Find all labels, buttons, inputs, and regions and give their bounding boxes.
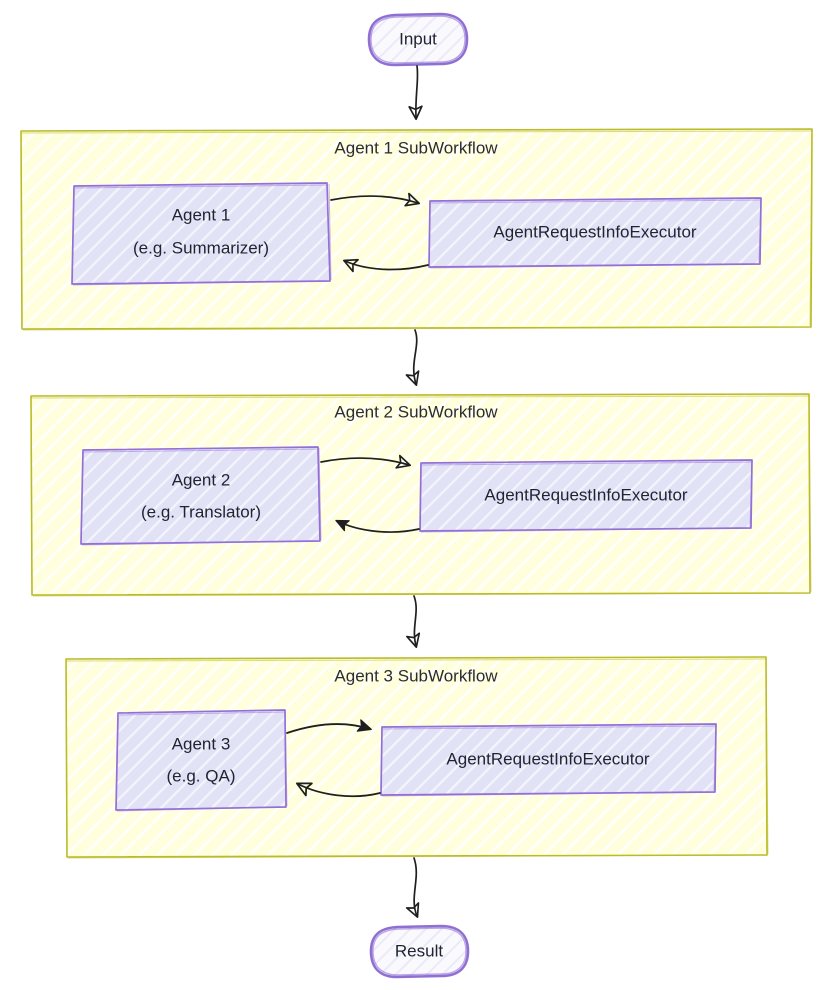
- cluster-1-sketch-edge: [20, 130, 814, 331]
- edge-cluster-3-to-result: [405, 857, 420, 919]
- edge-executor1-to-agent1: [343, 258, 429, 273]
- node-executor-2-sketch-edge: [419, 460, 754, 533]
- node-agent-3-body: [115, 709, 287, 811]
- terminal-input[interactable]: Input: [367, 12, 469, 67]
- edge-agent2-to-executor2: [320, 454, 412, 469]
- node-agent-2-sketch-edge: [80, 447, 322, 546]
- cluster-3-sketch-edge: [65, 658, 769, 859]
- node-agent-2-label-line2: (e.g. Translator): [141, 502, 261, 521]
- cluster-agent-3-subworkflow[interactable]: Agent 3 SubWorkflow Agent 3 (e.g. QA) Ag…: [65, 656, 769, 859]
- terminal-input-sketch-edge: [370, 15, 466, 64]
- node-executor-2-label: AgentRequestInfoExecutor: [484, 485, 688, 504]
- node-agent-1[interactable]: Agent 1 (e.g. Summarizer): [71, 182, 332, 286]
- edge-agent1-to-executor1: [330, 192, 421, 207]
- node-agent-3-label-line1: Agent 3: [172, 734, 231, 753]
- terminal-input-body: [367, 12, 469, 67]
- node-executor-3[interactable]: AgentRequestInfoExecutor: [380, 723, 718, 797]
- node-executor-3-sketch-edge: [380, 724, 718, 797]
- edge-agent3-to-executor3: [286, 719, 372, 734]
- node-agent-2-body: [80, 446, 321, 545]
- node-agent-1-body: [71, 182, 331, 285]
- node-agent-2-label-line1: Agent 2: [172, 470, 231, 489]
- cluster-agent-2-subworkflow[interactable]: Agent 2 SubWorkflow Agent 2 (e.g. Transl…: [30, 393, 812, 597]
- terminal-input-label: Input: [399, 29, 437, 48]
- node-agent-3-label-line2: (e.g. QA): [167, 766, 236, 785]
- node-executor-1-label: AgentRequestInfoExecutor: [493, 222, 697, 241]
- cluster-2-label: Agent 2 SubWorkflow: [334, 402, 498, 421]
- node-executor-1-sketch-edge: [428, 198, 763, 269]
- node-agent-1-label-line2: (e.g. Summarizer): [133, 238, 269, 257]
- terminal-result[interactable]: Result: [369, 924, 470, 979]
- node-agent-2[interactable]: Agent 2 (e.g. Translator): [80, 446, 322, 546]
- node-executor-3-label: AgentRequestInfoExecutor: [446, 749, 650, 768]
- node-agent-3[interactable]: Agent 3 (e.g. QA): [115, 709, 288, 812]
- cluster-3-label: Agent 3 SubWorkflow: [334, 666, 498, 685]
- node-agent-3-sketch-edge: [115, 710, 288, 812]
- edge-cluster-1-to-cluster-2: [405, 329, 420, 387]
- terminal-result-body: [369, 924, 470, 979]
- node-executor-2[interactable]: AgentRequestInfoExecutor: [419, 459, 754, 533]
- edge-executor2-to-agent2: [335, 519, 420, 533]
- terminal-result-label: Result: [395, 941, 443, 960]
- edge-cluster-2-to-cluster-3: [406, 595, 421, 649]
- cluster-agent-1-subworkflow[interactable]: Agent 1 SubWorkflow Agent 1 (e.g. Summar…: [20, 128, 814, 331]
- edge-executor3-to-agent3: [295, 782, 381, 798]
- terminal-result-sketch-edge: [372, 927, 467, 976]
- edge-input-to-cluster-1: [408, 65, 423, 121]
- cluster-2-sketch-edge: [30, 395, 812, 597]
- cluster-1-label: Agent 1 SubWorkflow: [334, 138, 498, 157]
- node-executor-1[interactable]: AgentRequestInfoExecutor: [428, 197, 763, 269]
- node-agent-1-sketch-edge: [71, 183, 332, 286]
- node-agent-1-label-line1: Agent 1: [172, 205, 231, 224]
